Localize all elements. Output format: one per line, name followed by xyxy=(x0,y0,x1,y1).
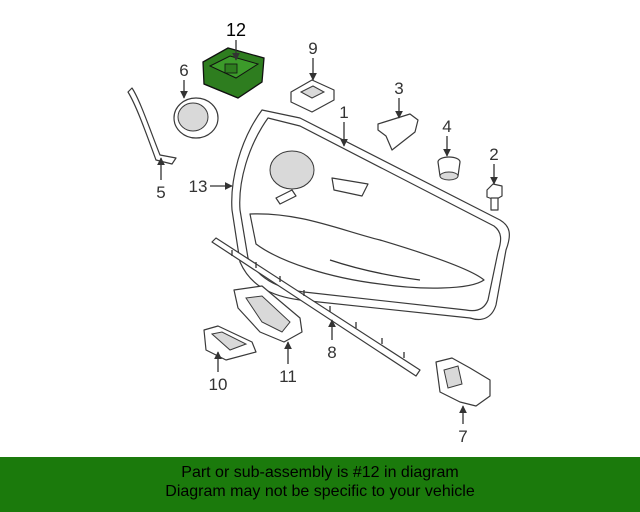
part-5-trim-strip[interactable] xyxy=(127,87,177,165)
part-2-screw[interactable] xyxy=(486,183,503,211)
callout-10[interactable]: 10 xyxy=(209,375,228,394)
parts-diagram: 12 6 5 9 3 4 2 1 13 8 10 11 7 xyxy=(127,20,510,446)
callout-9[interactable]: 9 xyxy=(308,39,317,58)
info-banner: Part or sub-assembly is #12 in diagram D… xyxy=(0,457,640,512)
callout-5[interactable]: 5 xyxy=(156,183,165,202)
part-10-handle[interactable] xyxy=(203,325,257,361)
part-6-speaker-ring[interactable] xyxy=(173,97,219,139)
part-3-bracket[interactable] xyxy=(377,113,419,151)
banner-line-2: Diagram may not be specific to your vehi… xyxy=(165,483,475,500)
callout-4[interactable]: 4 xyxy=(442,117,451,136)
callout-1[interactable]: 1 xyxy=(339,103,348,122)
part-4-plug[interactable] xyxy=(437,156,461,181)
part-9-clip[interactable] xyxy=(290,79,335,113)
callout-13[interactable]: 13 xyxy=(189,177,208,196)
callout-3[interactable]: 3 xyxy=(394,79,403,98)
callout-11[interactable]: 11 xyxy=(279,367,297,386)
part-7-lower-bracket[interactable] xyxy=(435,357,491,407)
callout-8[interactable]: 8 xyxy=(327,343,336,362)
callout-7[interactable]: 7 xyxy=(458,427,467,446)
part-8-seal-strip[interactable] xyxy=(211,237,421,377)
callout-6[interactable]: 6 xyxy=(179,61,188,80)
banner-line-1: Part or sub-assembly is #12 in diagram xyxy=(181,464,459,481)
part-1-door-panel[interactable] xyxy=(231,109,510,321)
callout-2[interactable]: 2 xyxy=(489,145,498,164)
part-12-switch[interactable] xyxy=(202,47,265,99)
part-11-handle-trim[interactable] xyxy=(233,285,303,343)
callout-12[interactable]: 12 xyxy=(226,20,246,40)
